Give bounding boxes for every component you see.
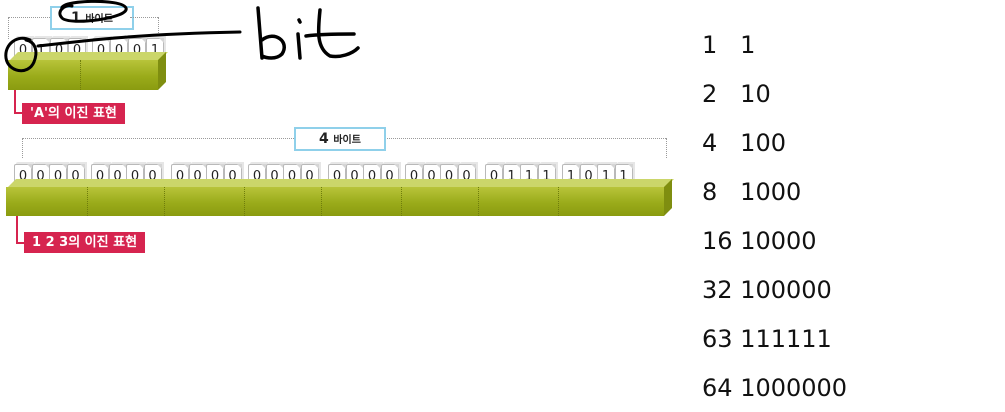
binary-value: 100000 [740, 275, 832, 304]
list-item: 4 100 [702, 118, 982, 167]
bytes-123-nibble-separator [321, 187, 323, 216]
spacer [733, 276, 741, 304]
caption-a: 'A'의 이진 표현 [22, 103, 125, 124]
handwritten-i-stroke [296, 18, 302, 60]
list-item: 8 1000 [702, 167, 982, 216]
binary-value: 10000 [740, 226, 817, 255]
spacer [733, 227, 741, 255]
byte-label-one-number: 1 [71, 10, 81, 26]
byte-four-bracket-left [22, 138, 23, 158]
list-item: 32 100000 [702, 265, 982, 314]
decimal-value: 63 [702, 324, 733, 353]
bytes-123-bar-front [6, 187, 664, 216]
list-item: 63 111111 [702, 314, 982, 363]
binary-value: 100 [740, 128, 786, 157]
decimal-value: 1 [702, 30, 718, 59]
bytes-123-nibble-separator [558, 187, 560, 216]
byte-four-bracket-line-right [384, 138, 666, 139]
byte-label-four: 4 바이트 [294, 127, 386, 151]
byte-one-bracket-right [158, 17, 159, 39]
caption-123-connector [16, 216, 18, 244]
list-item: 16 10000 [702, 216, 982, 265]
circle-byte-label-stroke [58, 0, 128, 23]
spacer [717, 31, 740, 59]
spacer [717, 178, 740, 206]
decimal-value: 4 [702, 128, 718, 157]
binary-value: 1000000 [740, 373, 848, 402]
binary-value: 1 [740, 30, 756, 59]
byte-label-four-unit: 바이트 [333, 135, 361, 146]
caption-123: 1 2 3의 이진 표현 [24, 232, 146, 253]
decimal-value: 2 [702, 79, 718, 108]
spacer [733, 374, 741, 402]
byte-one-bracket-line [8, 17, 50, 18]
decimal-value: 8 [702, 177, 718, 206]
caption-123-connector-h [16, 242, 24, 244]
spacer [717, 129, 740, 157]
binary-value: 1000 [740, 177, 802, 206]
bytes-123-nibble-separator [87, 187, 89, 216]
byte-one-bracket-line-right [130, 17, 158, 18]
list-item: 1 1 [702, 20, 982, 69]
byte-four-bracket-right [666, 138, 667, 158]
binary-value: 111111 [740, 324, 832, 353]
binary-value: 10 [740, 79, 771, 108]
caption-a-connector-h [14, 112, 22, 114]
decimal-value: 16 [702, 226, 733, 255]
bytes-123-nibble-separator [244, 187, 246, 216]
decimal-value: 64 [702, 373, 733, 402]
circle-first-bit-stroke [4, 36, 38, 73]
byte-one-bracket-left [8, 17, 9, 39]
bytes-123-nibble-separator [164, 187, 166, 216]
spacer [733, 325, 741, 353]
caption-a-connector [14, 90, 16, 114]
list-item: 2 10 [702, 69, 982, 118]
byte-label-four-number: 4 [319, 131, 329, 147]
byte-a-nibble-separator [80, 60, 82, 90]
decimal-value: 32 [702, 275, 733, 304]
byte-four-bracket-line [22, 138, 294, 139]
list-item: 64 1000000 [702, 363, 982, 412]
handwritten-t-stroke [304, 8, 360, 59]
handwritten-b-stroke [256, 6, 286, 60]
bytes-123-nibble-separator [401, 187, 403, 216]
spacer [717, 80, 740, 108]
bytes-123-nibble-separator [478, 187, 480, 216]
bit-pointer-line-stroke [36, 30, 242, 48]
